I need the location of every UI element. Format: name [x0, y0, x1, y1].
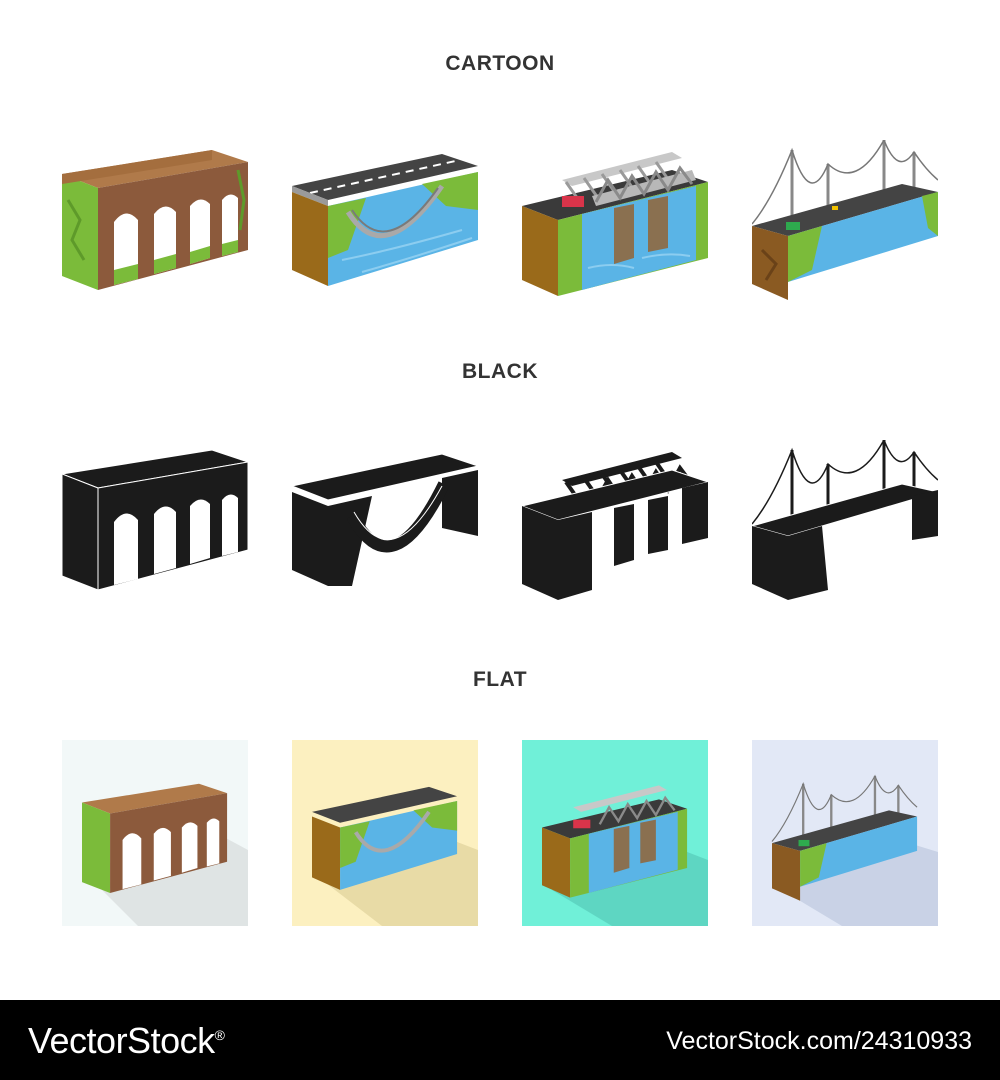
black-stone-arch-viaduct-icon	[62, 440, 248, 626]
section-title-flat: FLAT	[472, 668, 528, 691]
section-title-black: BLACK	[462, 360, 538, 383]
flat-suspension-bridge-icon	[752, 740, 938, 926]
cartoon-steel-arch-bridge-icon	[292, 140, 478, 326]
cartoon-truss-railway-bridge-icon	[522, 140, 708, 326]
registered-mark: ®	[214, 1027, 225, 1043]
flat-steel-arch-bridge-icon	[292, 740, 478, 926]
flat-truss-railway-bridge-icon	[522, 740, 708, 926]
flat-stone-arch-viaduct-icon	[62, 740, 248, 926]
section-title-cartoon: CARTOON	[445, 52, 555, 75]
cartoon-suspension-bridge-icon	[752, 140, 938, 326]
vectorstock-logo: VectorStock®	[28, 1020, 225, 1062]
black-steel-arch-bridge-icon	[292, 440, 478, 626]
image-id-url: VectorStock.com/24310933	[666, 1027, 972, 1055]
footer-bar: VectorStock® VectorStock.com/24310933	[0, 1000, 1000, 1080]
cartoon-stone-arch-viaduct-icon	[62, 140, 248, 326]
black-suspension-bridge-icon	[752, 440, 938, 626]
black-truss-railway-bridge-icon	[522, 440, 708, 626]
brand-name: VectorStock	[28, 1020, 215, 1061]
